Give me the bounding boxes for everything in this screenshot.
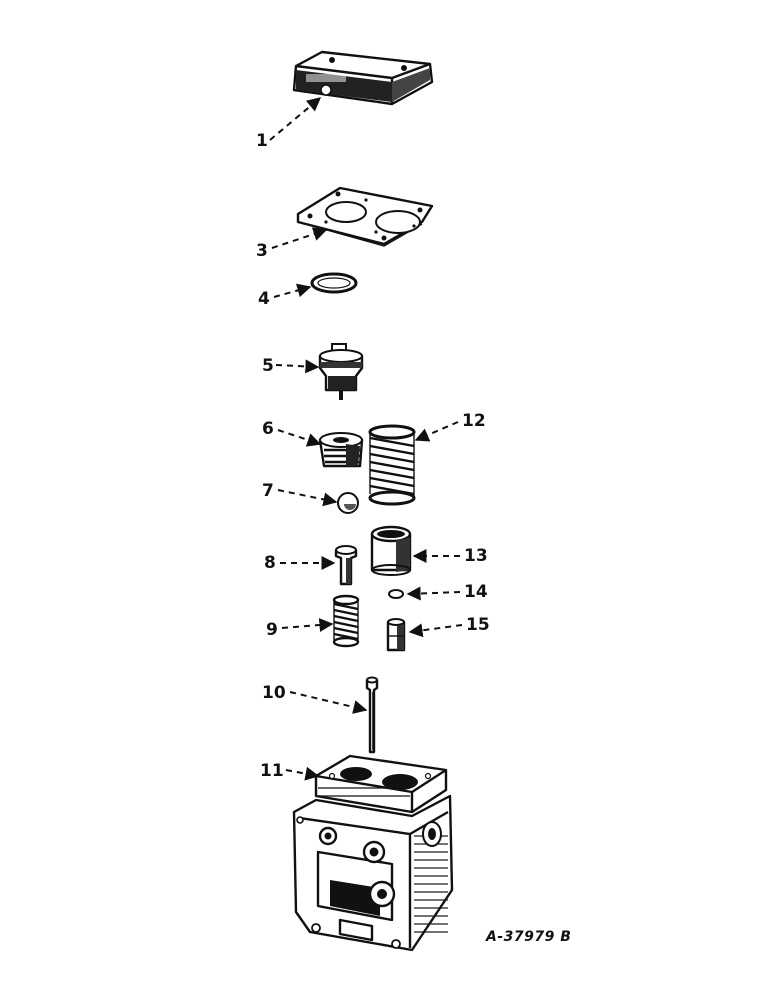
callout-number-8: 8 [264, 553, 276, 573]
callout-number-13: 13 [464, 546, 488, 566]
callout-13: 13 [412, 546, 488, 566]
callout-14: 14 [406, 582, 488, 602]
callout-number-12: 12 [462, 411, 486, 431]
callout-number-9: 9 [266, 620, 278, 640]
part-1-cover [292, 50, 434, 106]
part-7-ball [337, 492, 359, 514]
part-10-push-rod [365, 676, 379, 754]
callout-number-6: 6 [262, 419, 274, 439]
callout-12: 12 [414, 411, 486, 442]
part-9-small-spring [332, 594, 360, 648]
part-12-spring [368, 424, 416, 506]
callout-number-11: 11 [260, 761, 284, 781]
callout-9: 9 [266, 618, 334, 640]
callout-number-14: 14 [464, 582, 488, 602]
part-4-o-ring [310, 272, 358, 294]
callout-8: 8 [264, 553, 336, 573]
part-14-small-ring [388, 589, 404, 599]
part-11-valve-housing [292, 754, 454, 952]
callout-11: 11 [260, 761, 320, 781]
callout-3: 3 [256, 227, 328, 261]
callout-number-3: 3 [256, 241, 268, 261]
callout-7: 7 [262, 481, 338, 507]
callout-number-10: 10 [262, 683, 286, 703]
callout-15: 15 [408, 615, 490, 638]
callout-number-15: 15 [466, 615, 490, 635]
part-3-gasket [296, 186, 434, 247]
callout-6: 6 [262, 419, 322, 447]
drawing-number: A-37979 B [486, 929, 572, 945]
part-5-valve-seat [318, 343, 364, 400]
part-13-sleeve [370, 525, 412, 576]
callout-10: 10 [262, 683, 368, 714]
callout-1: 1 [256, 97, 322, 151]
part-8-plunger [334, 545, 358, 586]
part-15-small-pin [386, 618, 406, 652]
callout-number-4: 4 [258, 289, 270, 309]
callout-4: 4 [258, 283, 312, 309]
callout-number-5: 5 [262, 356, 274, 376]
callout-number-1: 1 [256, 131, 268, 151]
callout-5: 5 [262, 356, 320, 376]
part-6-valve-cage [318, 432, 364, 468]
callout-number-7: 7 [262, 481, 274, 501]
